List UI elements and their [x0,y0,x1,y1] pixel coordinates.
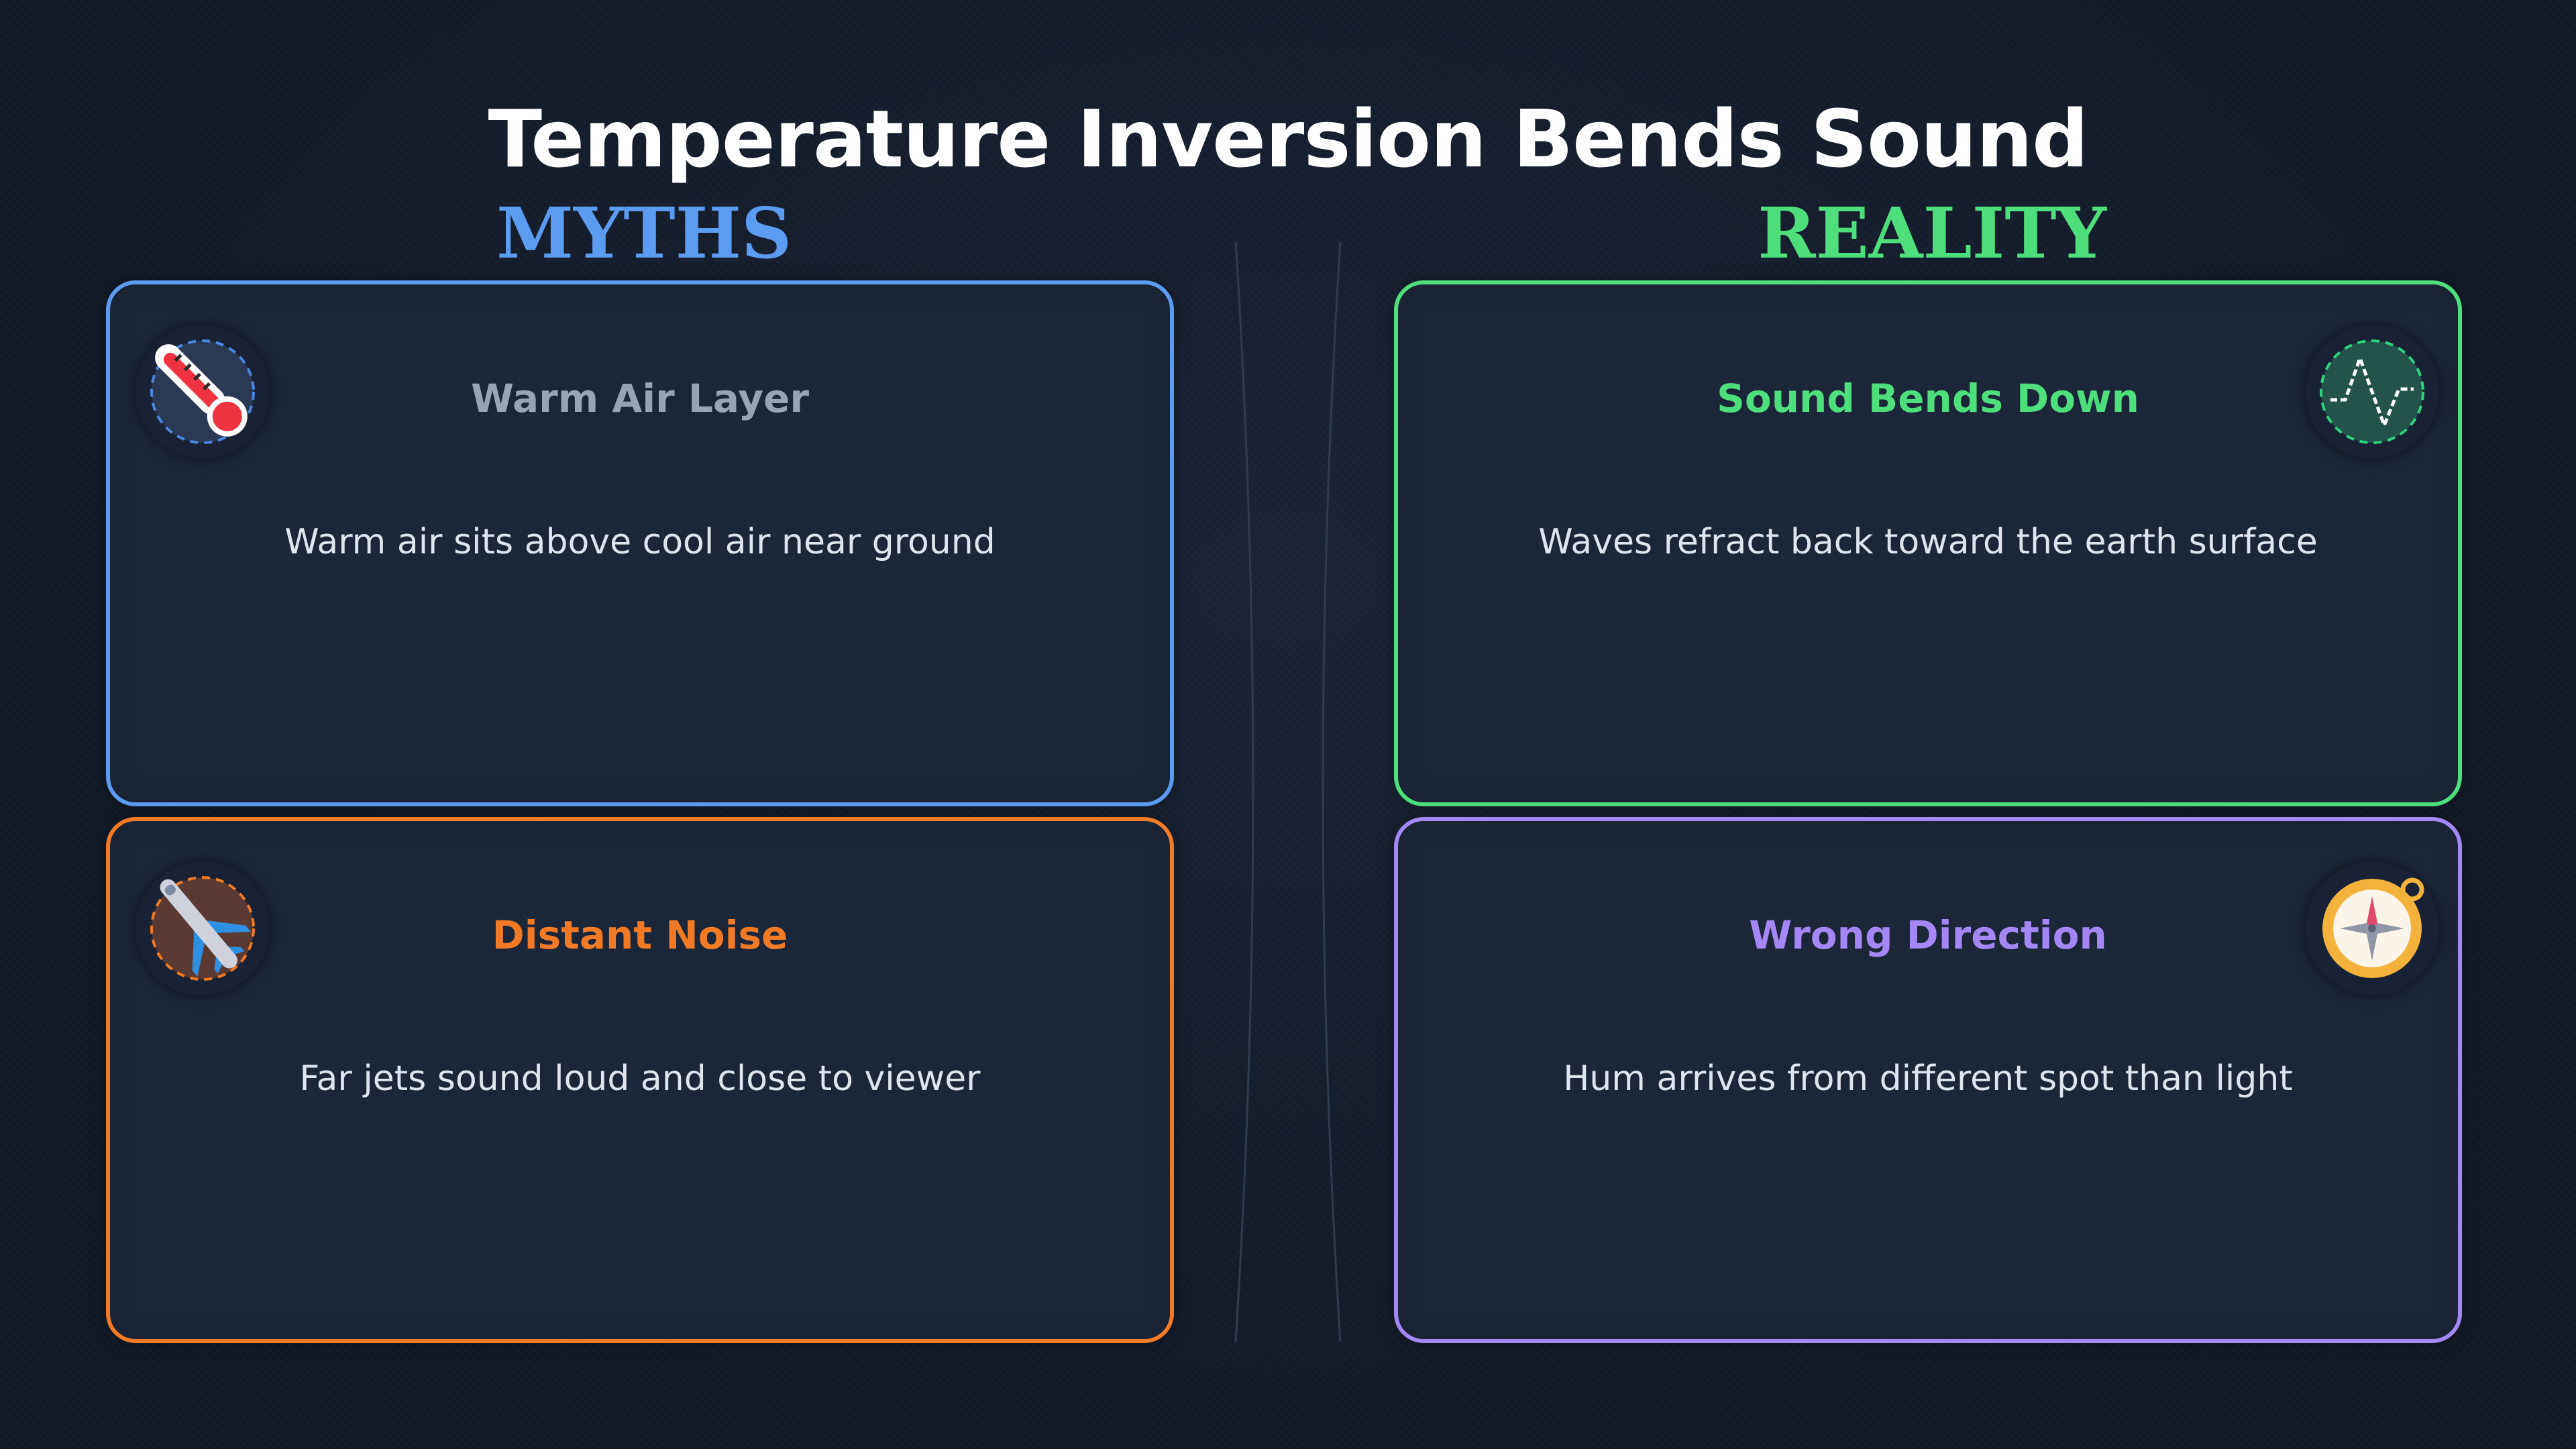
card-title: Warm Air Layer [471,376,809,421]
card-sound-bends-down: Sound Bends Down Waves refract back towa… [1394,280,2462,806]
compass-icon [2305,861,2439,996]
card-warm-air-layer: Warm Air Layer Warm air sits above cool … [106,280,1174,806]
card-title: Wrong Direction [1749,912,2107,958]
card-description: Waves refract back toward the earth surf… [1538,522,2318,562]
airplane-icon [136,861,270,996]
card-wrong-direction: Wrong Direction Hum arrives from differe… [1394,817,2462,1343]
reality-heading: REALITY [1758,192,2106,274]
myths-heading: MYTHS [496,192,792,274]
page-title: Temperature Inversion Bends Sound [488,93,2088,185]
column-divider [1234,241,1342,1342]
card-description: Far jets sound loud and close to viewer [299,1059,981,1099]
card-title: Sound Bends Down [1717,376,2139,421]
card-distant-noise: Distant Noise Far jets sound loud and cl… [106,817,1174,1343]
thermometer-icon [136,325,270,459]
card-description: Hum arrives from different spot than lig… [1563,1059,2293,1099]
card-description: Warm air sits above cool air near ground [284,522,996,562]
card-title: Distant Noise [492,912,788,958]
waveform-icon [2305,325,2439,459]
